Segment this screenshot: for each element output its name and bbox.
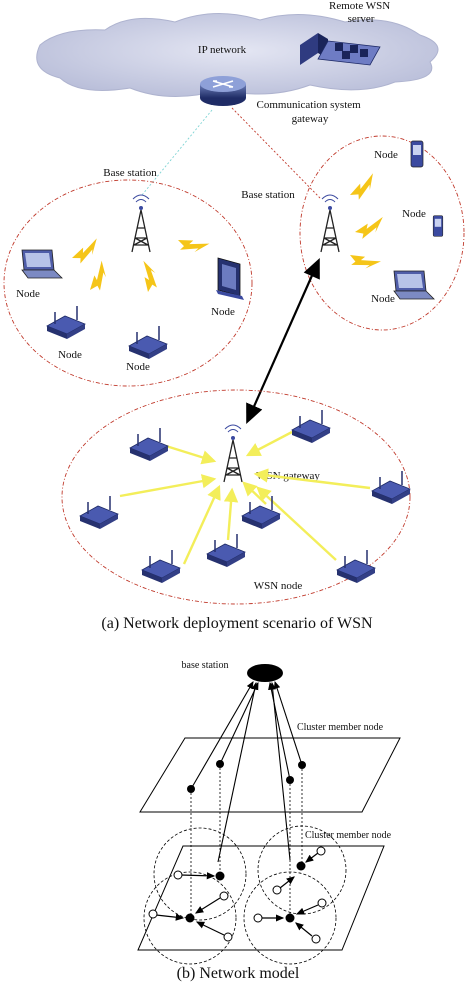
gateway-label: Communication system gateway (257, 99, 364, 125)
wsn-router-icon (371, 470, 411, 505)
cluster-bottom-left (148, 891, 233, 942)
tower-icon (131, 194, 151, 253)
uplink-arrows (190, 680, 303, 863)
wsn-router-icon (79, 495, 119, 530)
vertical-links (190, 764, 303, 918)
lightning-icon (345, 173, 381, 203)
wsn-router-icon (46, 305, 86, 340)
base-station-left-label: Base station (103, 167, 157, 179)
upper-cluster-nodes (187, 760, 306, 793)
lightning-icon (82, 260, 116, 296)
wsn-router-icon (206, 533, 246, 568)
lightning-icon (68, 238, 103, 266)
upper-plane (139, 737, 401, 813)
right-cell-boundary (299, 135, 465, 331)
link-right (231, 107, 321, 199)
left-cell-boundary (3, 179, 253, 387)
lower-plane (137, 845, 385, 951)
ip-network-cloud (36, 13, 439, 97)
node-label: Node (16, 288, 40, 300)
node-label: Node (211, 306, 235, 318)
remote-server-label: Remote WSN server (329, 0, 393, 25)
base-station-label: base station (182, 660, 229, 671)
laptop-icon (393, 270, 435, 300)
node-label: Node (58, 349, 82, 361)
node-label: Node (126, 361, 150, 373)
wsn-router-icon (129, 427, 169, 462)
server-icon (300, 33, 381, 66)
lightning-icon (353, 216, 386, 240)
cluster-upper-label: Cluster member node (297, 722, 384, 733)
caption-a: (a) Network deployment scenario of WSN (101, 615, 373, 632)
phone-icon (410, 140, 424, 168)
node-label: Node (374, 149, 398, 161)
tower-icon (320, 194, 340, 253)
wsn-router-icon (336, 549, 376, 584)
node-label: Node (371, 293, 395, 305)
cluster-bottom-right (253, 898, 327, 944)
wsn-router-icon (128, 325, 168, 360)
base-station-node (247, 664, 283, 682)
cluster-top-right (272, 846, 326, 895)
lightning-icon (346, 246, 381, 277)
ip-network-label: IP network (198, 44, 247, 56)
laptop-icon (21, 249, 63, 279)
caption-b: (b) Network model (177, 965, 300, 982)
lightning-icon (138, 260, 162, 294)
node-label: Node (402, 208, 426, 220)
cluster-boundaries (143, 825, 347, 965)
phone-icon (432, 215, 444, 237)
base-station-right-label: Base station (241, 189, 295, 201)
wsn-node-label: WSN node (254, 580, 303, 592)
router-icon (200, 76, 246, 106)
lightning-icon (174, 230, 210, 260)
wsn-router-icon (241, 495, 281, 530)
wsn-link-arrow (246, 257, 320, 425)
cluster-lower-label: Cluster member node (305, 830, 392, 841)
tower-icon (223, 424, 243, 483)
wsn-router-icon (141, 549, 181, 584)
wsn-router-icon (291, 409, 331, 444)
wsn-data-arrows (119, 430, 371, 565)
wsn-cell-boundary (61, 389, 411, 605)
cluster-top-left (173, 870, 225, 881)
monitor-icon (216, 257, 244, 300)
